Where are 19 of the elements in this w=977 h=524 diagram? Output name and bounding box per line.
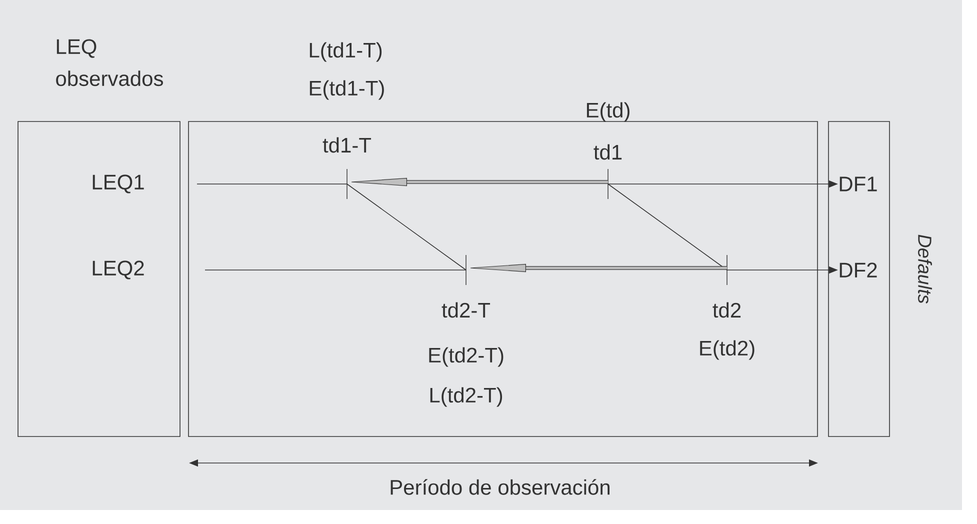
dimension-label: Período de observación xyxy=(390,479,610,495)
row-label: DF1 xyxy=(840,176,877,192)
note-text: L(td1-T) xyxy=(310,42,382,62)
row-label: DF2 xyxy=(840,262,877,278)
time-tick: td1-T xyxy=(322,137,372,200)
time-tick: E(td) td1 xyxy=(586,102,630,200)
observation-box xyxy=(188,121,818,437)
time-tick: td2 E(td2) xyxy=(700,254,754,360)
node-label: LEQ observados xyxy=(56,39,163,86)
connector-line xyxy=(608,184,728,270)
note-text: E(td1-T) xyxy=(310,80,384,100)
arrow xyxy=(470,264,727,272)
rotated-caption: Defaults xyxy=(918,234,932,304)
row-label: LEQ2 xyxy=(92,260,144,280)
row-label: LEQ1 xyxy=(92,174,144,194)
connector-line xyxy=(346,184,466,270)
panel-box xyxy=(828,121,890,437)
arrow xyxy=(351,178,608,186)
time-tick: td2-T E(td2-T) L(td2-T) xyxy=(429,254,504,407)
